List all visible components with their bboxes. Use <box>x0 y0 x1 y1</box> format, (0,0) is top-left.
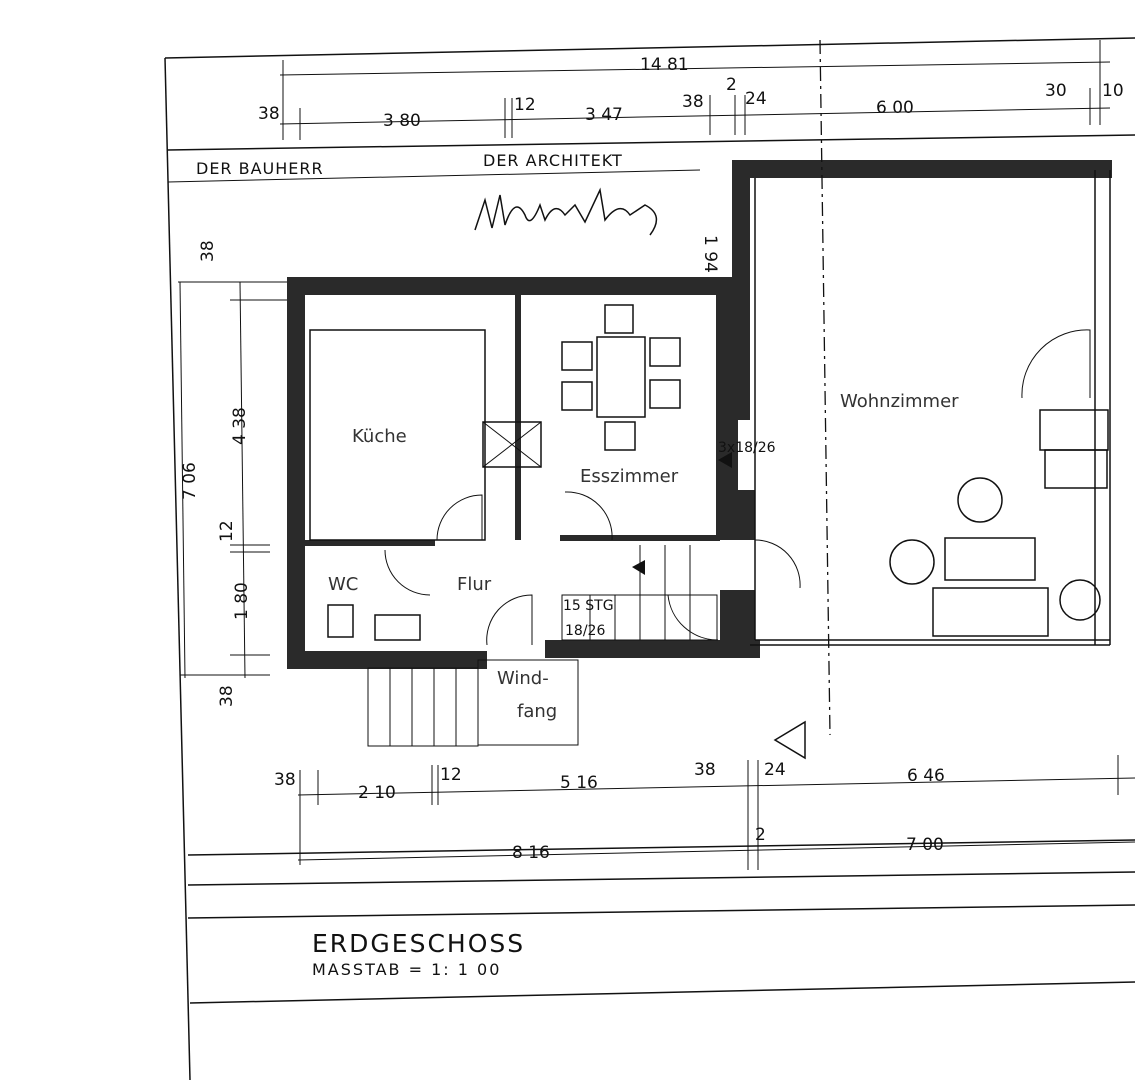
room-vestibule: fang <box>517 701 557 722</box>
architect-label: DER ARCHITEKT <box>483 151 623 170</box>
signature-block: DER BAUHERR DER ARCHITEKT 1 94 <box>196 151 720 273</box>
dim-left: 38 <box>198 240 218 262</box>
dim-top: 10 <box>1102 81 1124 101</box>
top-dimension-chain: 14 81 38 3 80 12 3 47 38 2 24 6 00 30 10 <box>258 40 1124 140</box>
architect-signature <box>474 187 658 236</box>
dim-bottom: 38 <box>274 770 296 790</box>
dim-194: 1 94 <box>700 235 720 273</box>
stairs: 15 STG 18/26 3x18/26 <box>367 39 831 760</box>
furniture <box>309 304 1109 641</box>
left-dimension-chain: 38 4 38 7 06 12 1 80 38 <box>178 240 290 707</box>
room-living: Wohnzimmer <box>840 391 959 412</box>
stair-steps-label: 15 STG <box>563 598 614 614</box>
room-labels: Küche Esszimmer Wohnzimmer WC Flur Wind-… <box>328 391 959 722</box>
dim-bottom: 12 <box>440 765 462 785</box>
walls <box>287 160 1112 669</box>
dim-bottom: 5 16 <box>560 773 598 793</box>
sheet-frame <box>164 37 1136 1080</box>
dim-bottom: 6 46 <box>907 766 945 786</box>
dim-bottom: 7 00 <box>906 835 944 855</box>
dim-top: 6 00 <box>876 98 914 118</box>
owner-label: DER BAUHERR <box>196 159 324 178</box>
round-table <box>957 477 1003 523</box>
dim-bottom: 2 <box>755 825 766 845</box>
dim-left: 1 80 <box>232 582 252 620</box>
dim-top: 3 47 <box>585 105 623 125</box>
room-kitchen: Küche <box>352 426 407 447</box>
entrance-arrow <box>773 720 806 760</box>
dim-top: 38 <box>682 92 704 112</box>
room-wc: WC <box>328 574 358 595</box>
dim-bottom-overall: 8 16 <box>512 843 550 863</box>
dim-top: 30 <box>1045 81 1067 101</box>
dim-top: 12 <box>514 95 536 115</box>
dim-top: 24 <box>745 89 767 109</box>
dim-top: 2 <box>726 75 737 95</box>
dim-bottom: 24 <box>764 760 786 780</box>
dim-overall-width: 14 81 <box>640 55 689 75</box>
dim-bottom: 38 <box>694 760 716 780</box>
dim-left: 4 38 <box>230 407 250 445</box>
drawing-scale: MASSTAB = 1: 1 00 <box>312 960 501 979</box>
drawing-title: ERDGESCHOSS <box>312 929 525 958</box>
small-stair-label: 3x18/26 <box>718 440 776 456</box>
dim-left: 12 <box>217 520 237 542</box>
dim-top: 38 <box>258 104 280 124</box>
title-block: ERDGESCHOSS MASSTAB = 1: 1 00 <box>312 929 525 979</box>
dim-bottom: 2 10 <box>358 783 396 803</box>
dim-top: 3 80 <box>383 111 421 131</box>
room-hall: Flur <box>457 574 492 595</box>
dining-table <box>596 336 646 418</box>
sofa <box>932 587 1049 637</box>
stair-ratio-label: 18/26 <box>565 623 605 639</box>
dim-left: 38 <box>217 685 237 707</box>
room-dining: Esszimmer <box>580 466 679 487</box>
dim-left-overall: 7 06 <box>180 462 200 500</box>
plant <box>1059 579 1101 621</box>
room-vestibule: Wind- <box>497 668 549 689</box>
bottom-dimension-chain: 38 2 10 12 5 16 38 24 6 46 2 8 16 7 00 <box>274 755 1136 870</box>
doors <box>384 329 1091 646</box>
